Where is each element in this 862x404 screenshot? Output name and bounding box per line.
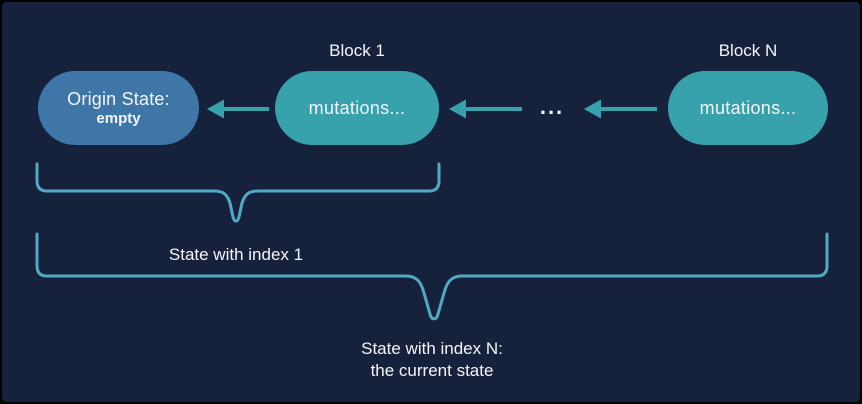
arrow-left-icon-block1-to-origin bbox=[207, 99, 269, 119]
block-1-content: mutations... bbox=[308, 97, 406, 118]
block-1-label: Block 1 bbox=[329, 41, 385, 60]
brace-index-n-label-line-2: the current state bbox=[370, 361, 494, 380]
arrow-left-icon-ellipsis-to-block1 bbox=[449, 99, 522, 119]
block-n-label: Block N bbox=[718, 41, 778, 60]
ellipsis-indicator: ... bbox=[539, 94, 565, 119]
brace-index-n-label: State with index N: the current state bbox=[312, 338, 552, 382]
brace-index-n-label-line-1: State with index N: bbox=[361, 339, 503, 358]
arrow-left-icon-blockn-to-ellipsis bbox=[584, 99, 657, 119]
origin-state-node: Origin State: empty bbox=[38, 71, 199, 145]
origin-state-value: empty bbox=[96, 110, 141, 127]
brace-index-1-label: State with index 1 bbox=[168, 245, 304, 264]
origin-state-title: Origin State: bbox=[67, 89, 170, 109]
block-n-content: mutations... bbox=[699, 97, 797, 118]
block-1-node: mutations... bbox=[275, 71, 439, 145]
brace-index-1 bbox=[35, 162, 441, 223]
block-n-node: mutations... bbox=[668, 71, 828, 145]
